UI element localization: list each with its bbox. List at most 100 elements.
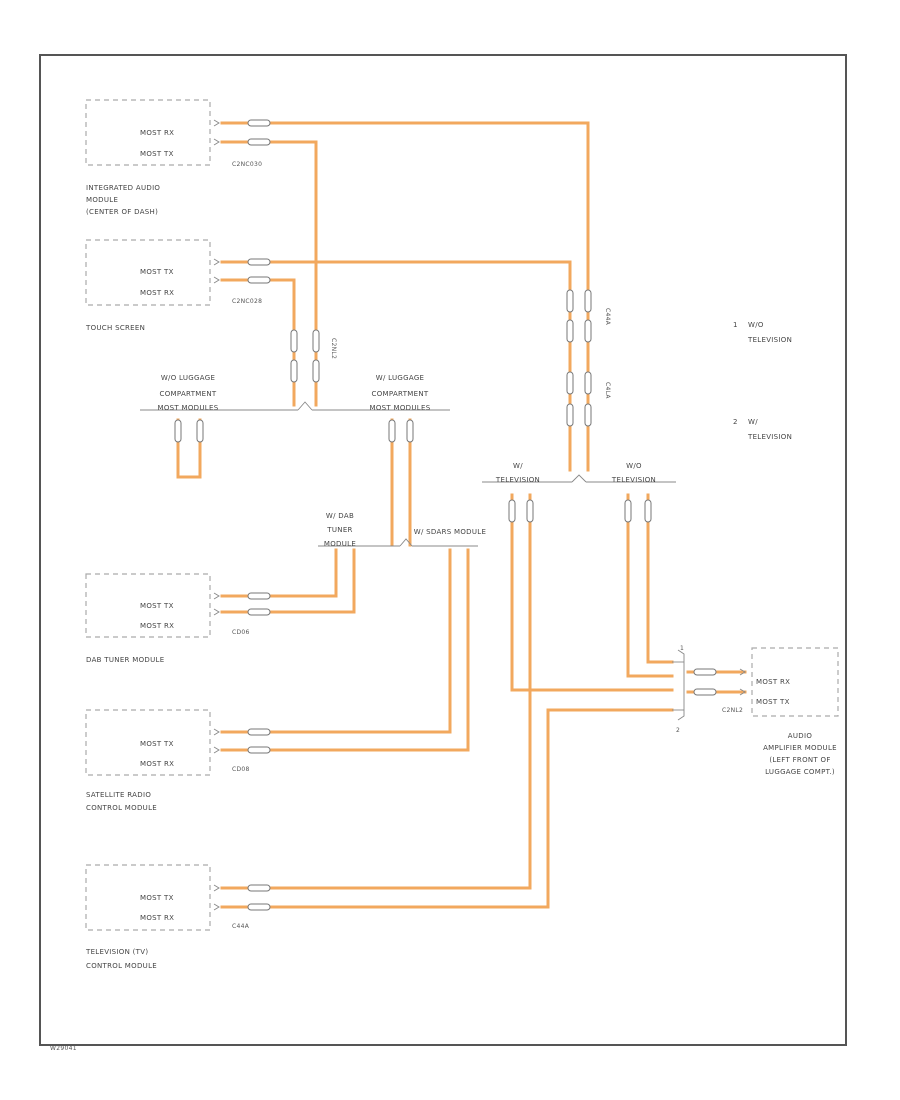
touch-screen-pin2-label: MOST RX xyxy=(140,289,174,297)
dab-pin1-label: MOST TX xyxy=(140,602,174,610)
connector-pill-2-1 xyxy=(247,608,271,616)
wire-dab-tx xyxy=(220,548,338,598)
switch-pill-tv-1 xyxy=(526,499,534,523)
amp-pin-mark-0 xyxy=(739,668,746,676)
wire-touch-screen-rx xyxy=(220,278,296,332)
legend-1-text-1: W/O xyxy=(748,321,764,329)
dab-tuner-module: MOST TX MOST RX CD06 DAB TUNER MODULE xyxy=(85,573,250,664)
figure-id: W29041 xyxy=(50,1045,77,1052)
luggage-switch: W/O LUGGAGE COMPARTMENT MOST MODULES W/ … xyxy=(140,374,450,412)
sdars-switch-label: W/ SDARS MODULE xyxy=(414,528,486,536)
tv-connector-label: C44A xyxy=(232,923,250,930)
amp-pin2-label: MOST TX xyxy=(756,698,790,706)
amp-pin1-label: MOST RX xyxy=(756,678,790,686)
integrated-audio-pin2-label: MOST TX xyxy=(140,150,174,158)
wire-sat-tx xyxy=(220,548,452,734)
connector-pill-2-0 xyxy=(247,592,271,600)
sat-title-1: SATELLITE RADIO xyxy=(86,791,151,799)
inline-pill-right-7 xyxy=(584,403,592,427)
tv-w-label-2: TELEVISION xyxy=(495,476,540,484)
luggage-w-label-3: MOST MODULES xyxy=(370,404,431,412)
tv-w-label-1: W/ xyxy=(513,462,523,470)
switch-pill-tv-0 xyxy=(508,499,516,523)
pin-mark-1-1 xyxy=(213,276,220,284)
pin-mark-2-1 xyxy=(213,608,220,616)
sat-connector-label: CD08 xyxy=(232,766,250,773)
wire-luggage-loopback xyxy=(176,418,202,479)
tv-pin1-label: MOST TX xyxy=(140,894,174,902)
pin-mark-3-1 xyxy=(213,746,220,754)
inline-pill-left-1 xyxy=(312,329,320,353)
connector-pins xyxy=(174,119,746,911)
amp-connector-label: C2NL2 xyxy=(722,707,743,714)
tv-title-2: CONTROL MODULE xyxy=(86,962,157,970)
touch-screen-pin1-label: MOST TX xyxy=(140,268,174,276)
wire-dab-rx xyxy=(220,548,356,614)
switch-pill-tv-3 xyxy=(644,499,652,523)
television-switch: W/ TELEVISION W/O TELEVISION xyxy=(482,462,676,484)
connector-pill-1-1 xyxy=(247,276,271,284)
television-module: MOST TX MOST RX C44A TELEVISION (TV) CON… xyxy=(85,864,250,970)
luggage-wo-label-3: MOST MODULES xyxy=(158,404,219,412)
wire-tv-tx xyxy=(220,493,532,890)
switch-pill-top-1 xyxy=(196,419,204,443)
amp-title-1: AUDIO xyxy=(788,732,813,740)
luggage-w-label-2: COMPARTMENT xyxy=(372,390,429,398)
legend-2-num: 2 xyxy=(733,418,738,426)
touch-screen-module: MOST TX MOST RX C2NC028 TOUCH SCREEN xyxy=(85,239,262,332)
switch-pill-tv-2 xyxy=(624,499,632,523)
dab-switch-label-3: MODULE xyxy=(324,540,356,548)
most-bus-wires xyxy=(176,121,747,909)
legend-1-num: 1 xyxy=(733,321,738,329)
dab-switch-label-1: W/ DAB xyxy=(326,512,354,520)
dab-pin2-label: MOST RX xyxy=(140,622,174,630)
audio-amplifier-module: MOST RX MOST TX C2NL2 AUDIO AMPLIFIER MO… xyxy=(722,647,839,776)
connector-pill-4-0 xyxy=(247,884,271,892)
touch-screen-title: TOUCH SCREEN xyxy=(85,324,145,332)
amplifier-selector: 1 2 xyxy=(672,645,685,734)
pin-mark-4-1 xyxy=(213,903,220,911)
inline-pill-right-3 xyxy=(584,319,592,343)
luggage-wo-label-1: W/O LUGGAGE xyxy=(161,374,215,382)
tv-wo-label-2: TELEVISION xyxy=(611,476,656,484)
satellite-radio-module: MOST TX MOST RX CD08 SATELLITE RADIO CON… xyxy=(85,709,250,812)
sat-pin1-label: MOST TX xyxy=(140,740,174,748)
integrated-audio-title-2: MODULE xyxy=(86,196,118,204)
integrated-audio-title-1: INTEGRATED AUDIO xyxy=(86,184,160,192)
dab-sdars-switch: W/ DAB TUNER MODULE W/ SDARS MODULE xyxy=(318,512,486,548)
amp-selector-label-1: 1 xyxy=(680,645,684,652)
legend-2-text-2: TELEVISION xyxy=(747,433,792,441)
luggage-w-label-1: W/ LUGGAGE xyxy=(376,374,425,382)
legend-2-text-1: W/ xyxy=(748,418,758,426)
inline-connector-1: C2NL2 xyxy=(330,338,337,359)
amp-connector-pill-0 xyxy=(693,668,717,676)
connector-pill-1-0 xyxy=(247,258,271,266)
switch-pill-top-2 xyxy=(388,419,396,443)
wire-wtv-to-amp xyxy=(510,493,674,692)
tv-pin2-label: MOST RX xyxy=(140,914,174,922)
dab-title: DAB TUNER MODULE xyxy=(86,656,164,664)
inline-pill-right-0 xyxy=(566,289,574,313)
integrated-audio-connector-label: C2NC030 xyxy=(232,161,262,168)
inline-connector-3: C4LA xyxy=(604,382,611,399)
switch-pill-top-3 xyxy=(406,419,414,443)
amp-pin-mark-1 xyxy=(739,688,746,696)
touch-screen-connector-label: C2NC028 xyxy=(232,298,262,305)
wire-integrated-audio-rx xyxy=(220,121,590,292)
pin-mark-3-0 xyxy=(213,728,220,736)
inline-pill-right-2 xyxy=(566,319,574,343)
connector-pill-3-1 xyxy=(247,746,271,754)
amp-title-2: AMPLIFIER MODULE xyxy=(763,744,837,752)
connector-pill-3-0 xyxy=(247,728,271,736)
inline-pill-right-6 xyxy=(566,403,574,427)
dab-switch-label-2: TUNER xyxy=(326,526,352,534)
tv-wo-label-1: W/O xyxy=(626,462,642,470)
inline-pill-right-5 xyxy=(584,371,592,395)
pin-mark-0-1 xyxy=(213,138,220,146)
amp-title-4: LUGGAGE COMPT.) xyxy=(765,768,835,776)
connector-pill-0-1 xyxy=(247,138,271,146)
dab-connector-label: CD06 xyxy=(232,629,250,636)
inline-pill-left-2 xyxy=(290,359,298,383)
connector-pill-4-1 xyxy=(247,903,271,911)
